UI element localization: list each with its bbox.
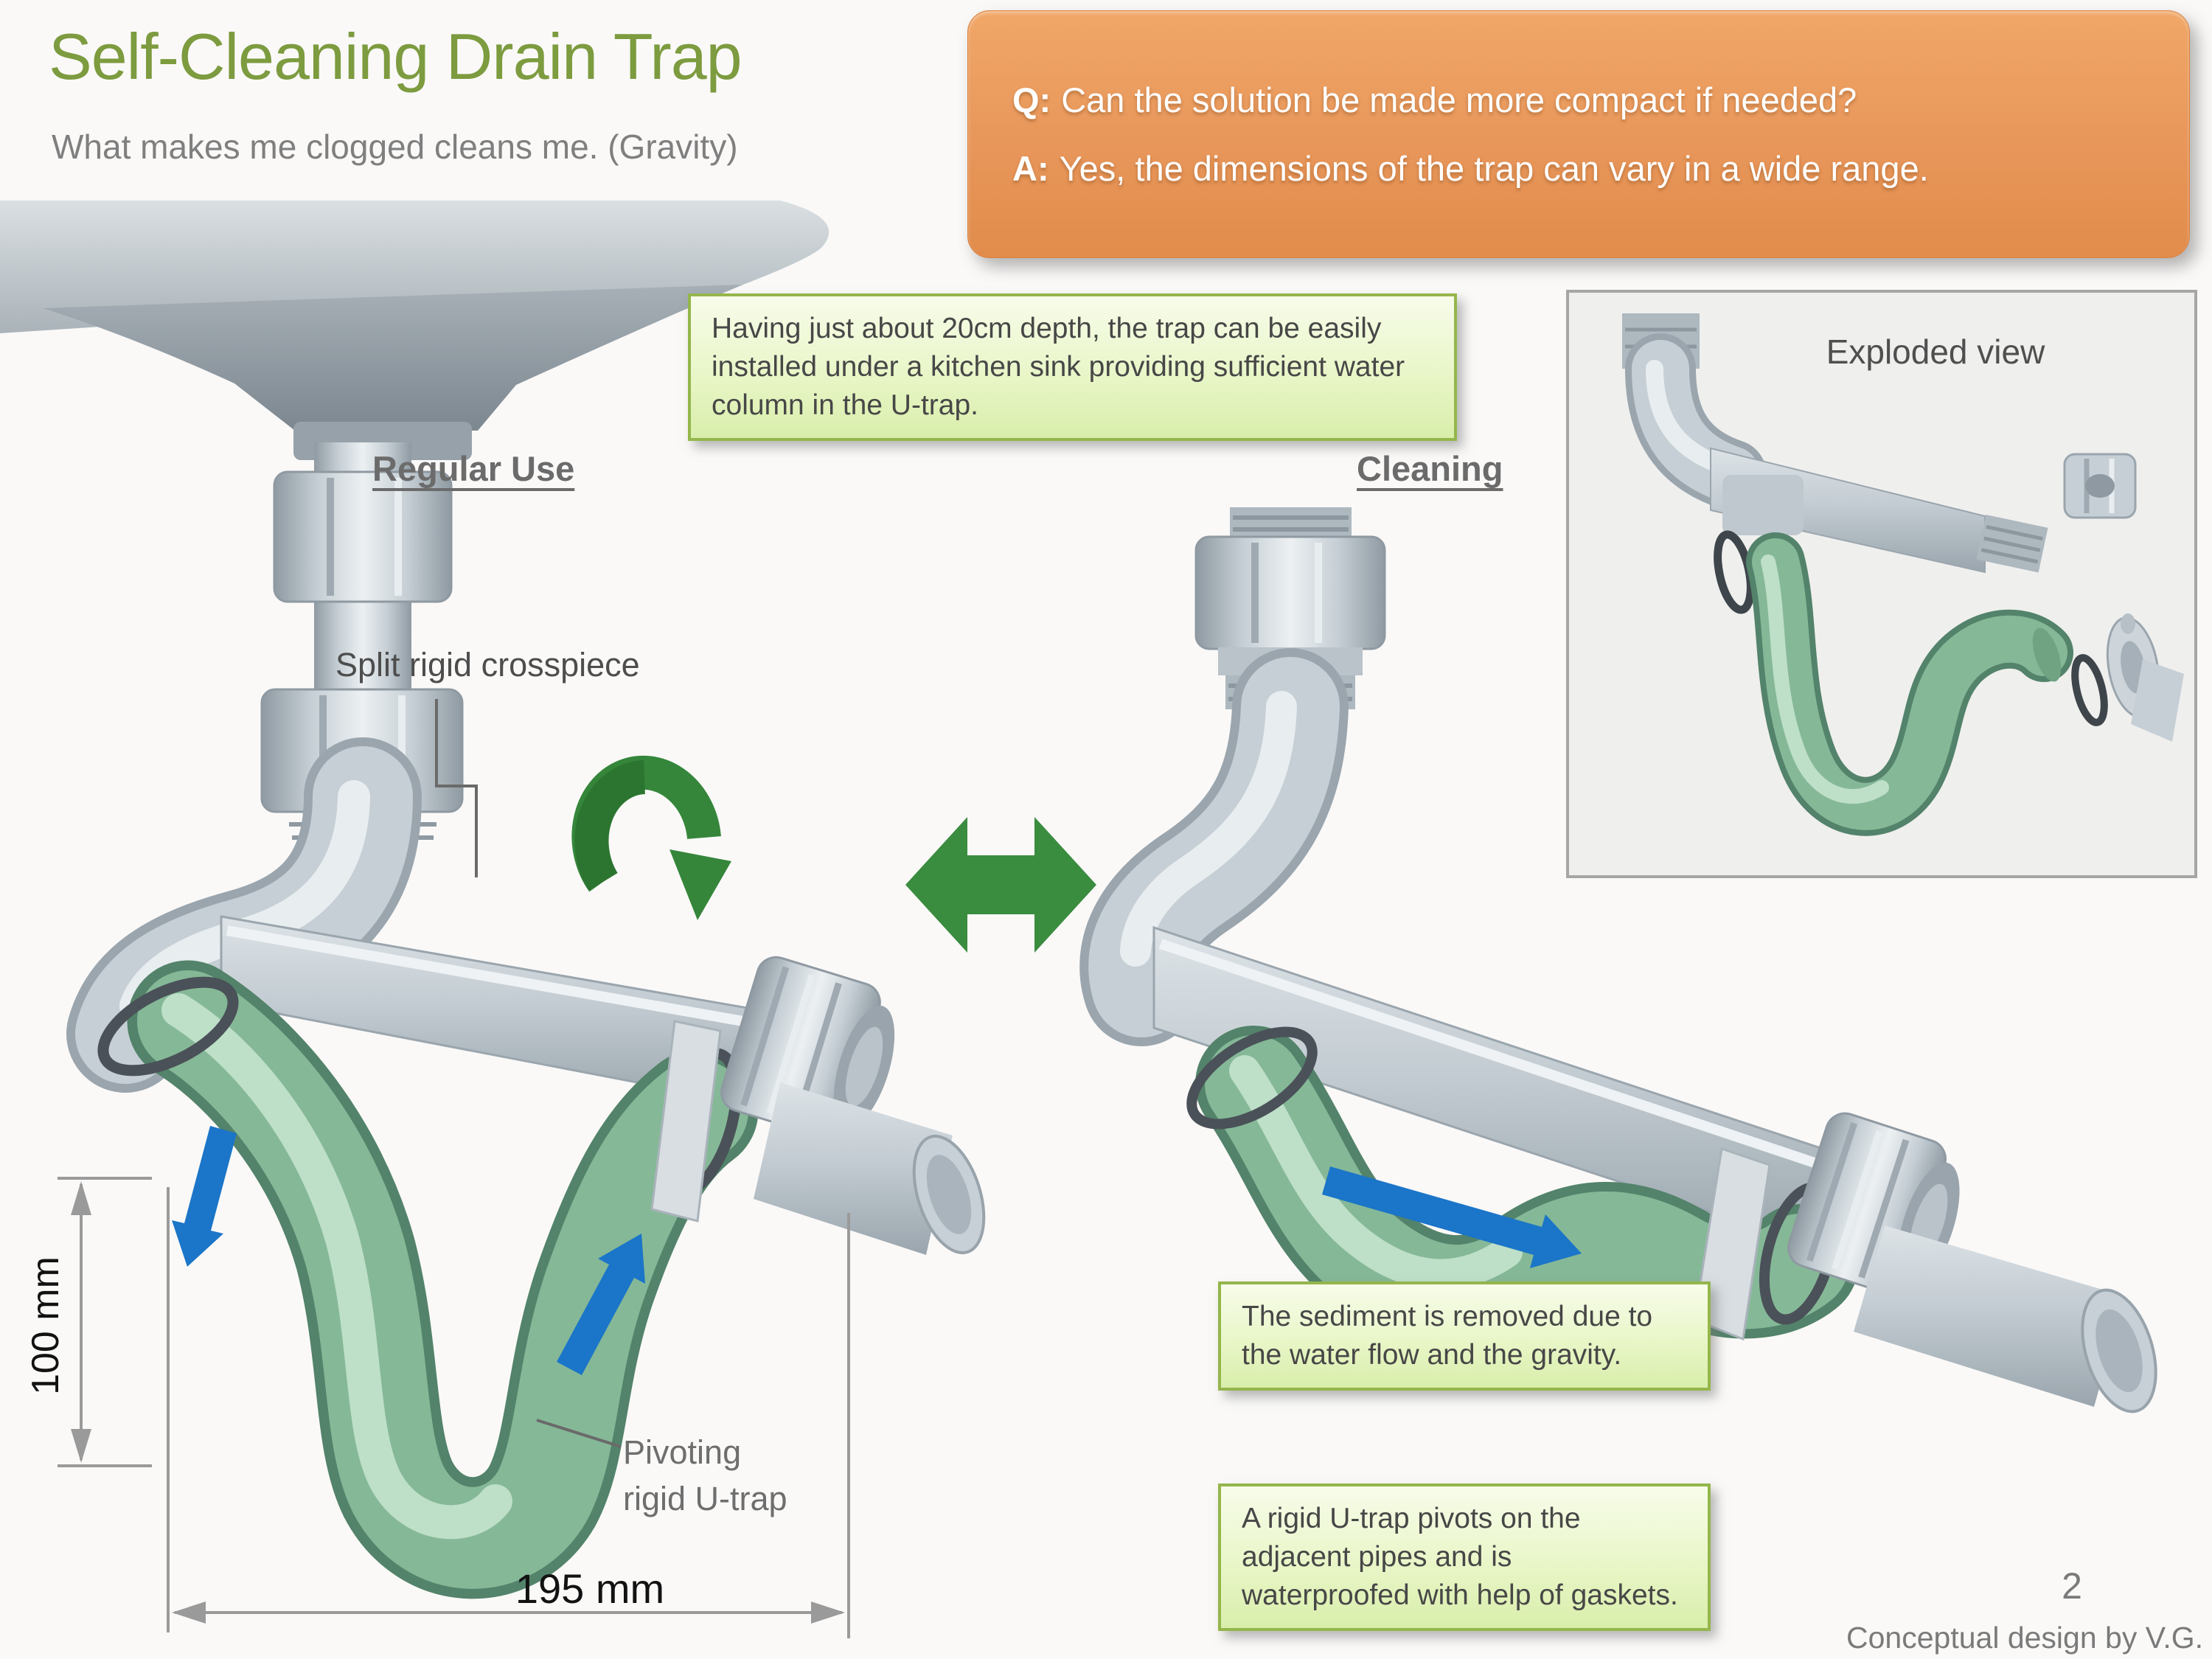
sediment-note-box: The sediment is removed due to the water… <box>1218 1281 1711 1391</box>
qa-answer-line: A: Yes, the dimensions of the trap can va… <box>1012 148 2145 189</box>
qa-answer-prefix: A: <box>1012 149 1049 188</box>
utrap-annotation: Pivoting rigid U-trap <box>623 1433 787 1517</box>
leader-lines <box>435 699 622 1448</box>
qa-question-line: Q: Can the solution be made more compact … <box>1012 80 2145 120</box>
clamp-strap <box>650 1020 722 1222</box>
o-ring-gasket <box>2071 654 2108 726</box>
page-number: 2 <box>2062 1565 2082 1607</box>
gasket-ring-left <box>1186 1026 1318 1130</box>
dimension-arrowheads <box>71 1181 845 1624</box>
dimension-lines <box>58 1177 850 1638</box>
page-subtitle: What makes me clogged cleans me. (Gravit… <box>52 128 738 166</box>
sink-bottom <box>0 201 830 460</box>
regular-use-label: Regular Use <box>372 449 575 488</box>
crosspiece-annotation: Split rigid crosspiece <box>335 646 640 684</box>
qa-answer-text: Yes, the dimensions of the trap can vary… <box>1059 149 1929 188</box>
u-trap-regular <box>97 960 759 1599</box>
credit-text: Conceptual design by V.G. <box>1846 1621 2203 1655</box>
depth-note-box: Having just about 20cm depth, the trap c… <box>688 293 1457 441</box>
exploded-parts <box>1622 313 2184 836</box>
flow-arrow-right-icon <box>1322 1166 1582 1268</box>
qa-callout-box: Q: Can the solution be made more compact … <box>967 10 2190 258</box>
regular-use-render <box>0 201 986 1599</box>
height-dimension-label: 100 mm <box>24 1256 67 1395</box>
loose-nut <box>2063 453 2137 519</box>
gasket-ring-left <box>97 976 239 1077</box>
page-title: Self-Cleaning Drain Trap <box>49 20 742 93</box>
qa-question-prefix: Q: <box>1012 80 1051 119</box>
outlet-pipe-cleaning <box>1854 1225 2157 1413</box>
rotation-arrow-icon <box>571 755 731 920</box>
outlet-pipe-regular <box>754 1082 986 1255</box>
cleaning-label: Cleaning <box>1357 449 1503 488</box>
width-dimension-label: 195 mm <box>515 1565 665 1612</box>
pivot-note-box: A rigid U-trap pivots on the adjacent pi… <box>1218 1484 1711 1631</box>
union-nut-upper <box>273 470 453 603</box>
swap-arrow-icon <box>905 817 1096 953</box>
clamp-strap-cleaning <box>1693 1147 1771 1341</box>
flow-arrow-down-icon <box>172 1126 237 1267</box>
flow-arrow-up-icon <box>557 1234 645 1375</box>
inlet-elbow-cleaning <box>1079 648 1349 1046</box>
cleaning-render <box>1079 507 2157 1413</box>
exploded-view-box <box>1566 290 2197 878</box>
qa-question-text: Can the solution be made more compact if… <box>1061 80 1857 119</box>
coupling-nut-regular <box>720 956 895 1138</box>
exploded-view-label: Exploded view <box>1826 333 2045 371</box>
